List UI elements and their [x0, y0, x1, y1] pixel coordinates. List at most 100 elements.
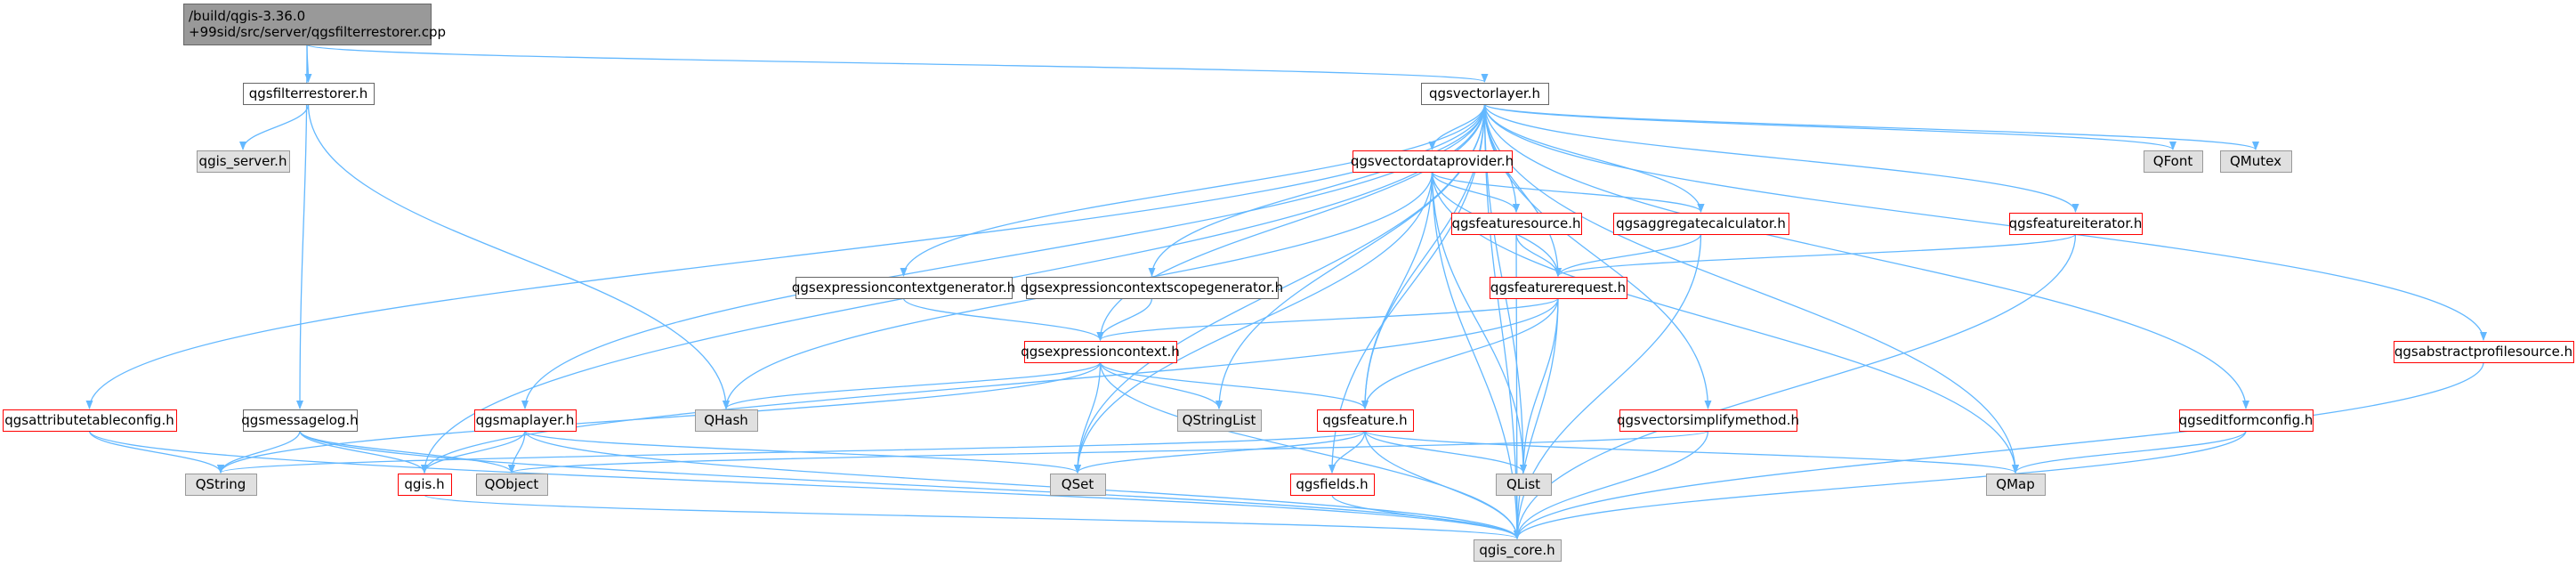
node-QString: QString [185, 474, 257, 496]
edge-qgsexpressioncontext-to-qgsfeature [1099, 361, 1369, 409]
edge-qgsmessagelog-to-QString [217, 430, 301, 474]
node-label: qgsaggregatecalculator.h [1616, 215, 1786, 231]
node-label: qgsfeaturesource.h [1451, 215, 1580, 231]
node-qgsmessagelog[interactable]: qgsmessagelog.h [241, 409, 359, 432]
edge-qgsvectorlayer-to-qgsfeature [1361, 103, 1486, 409]
node-label: qgsmessagelog.h [241, 412, 358, 428]
node-box [1619, 409, 1797, 432]
edge-qgsattributetableconfig-to-qgis_core [88, 430, 1521, 539]
node-box [1496, 474, 1552, 496]
edge-qgsaggregatecalculator-to-qgsfeaturerequest [1554, 233, 1702, 277]
edge-qgsfilterrestorer-to-qgis_server [239, 103, 310, 150]
node-qgsabstractprofilesource[interactable]: qgsabstractprofilesource.h [2394, 341, 2574, 363]
node-label: QMutex [2230, 153, 2281, 169]
node-label: QSet [1062, 476, 1094, 492]
node-box [795, 277, 1013, 299]
node-root[interactable]: /build/qgis-3.36.0+99sid/src/server/qgsf… [183, 4, 447, 45]
edge-qgsvectorlayer-to-QMutex [1483, 103, 2259, 150]
node-box [1177, 409, 1262, 432]
node-label: qgsfilterrestorer.h [249, 85, 368, 101]
node-label: qgsvectordataprovider.h [1351, 153, 1514, 169]
node-label: qgis_core.h [1479, 542, 1554, 559]
node-box [695, 409, 758, 432]
node-qgsfields[interactable]: qgsfields.h [1290, 474, 1375, 496]
node-box [398, 474, 452, 496]
node-qgsfilterrestorer[interactable]: qgsfilterrestorer.h [243, 83, 375, 105]
node-label: qgis_server.h [199, 153, 287, 170]
node-qgsmaplayer[interactable]: qgsmaplayer.h [474, 409, 577, 432]
node-label: qgsvectorlayer.h [1429, 85, 1540, 101]
node-box [243, 83, 375, 105]
node-box [2009, 213, 2143, 235]
node-qgseditformconfig[interactable]: qgseditformconfig.h [2179, 409, 2314, 432]
edge-qgsvectorlayer-to-qgseditformconfig [1483, 103, 2249, 409]
node-box [183, 4, 432, 45]
node-box [474, 409, 577, 432]
edge-qgsexpressioncontext-to-qgis_core [1099, 361, 1521, 539]
node-box [1421, 83, 1549, 105]
node-qgsvectorlayer[interactable]: qgsvectorlayer.h [1421, 83, 1549, 105]
node-label: +99sid/src/server/qgsfilterrestorer.cpp [189, 24, 446, 40]
node-label: qgsmaplayer.h [476, 412, 575, 428]
node-qgsaggregatecalculator[interactable]: qgsaggregatecalculator.h [1613, 213, 1789, 235]
edge-qgsvectordataprovider-to-qgsaggregatecalculator [1431, 171, 1705, 213]
node-box [2144, 150, 2203, 173]
edge-qgsvectordataprovider-to-QSet [1074, 171, 1433, 474]
edge-qgsvectordataprovider-to-QList [1431, 171, 1527, 474]
node-qgsexpressioncontextscopegenerator[interactable]: qgsexpressioncontextscopegenerator.h [1021, 277, 1283, 299]
node-label: QList [1506, 476, 1540, 492]
node-label: QObject [485, 476, 539, 492]
node-QObject: QObject [476, 474, 548, 496]
node-box [476, 474, 548, 496]
node-qgsfeature[interactable]: qgsfeature.h [1317, 409, 1414, 432]
node-box [185, 474, 257, 496]
edge-qgsvectorlayer-to-qgsmaplayer [521, 103, 1486, 409]
node-label: qgseditformconfig.h [2179, 412, 2314, 428]
edge-qgsfeature-to-qgsfields [1328, 430, 1366, 474]
edge-qgsmessagelog-to-QObject [299, 430, 515, 474]
node-box [3, 409, 177, 432]
node-qgis_server: qgis_server.h [197, 150, 290, 173]
node-qgsvectordataprovider[interactable]: qgsvectordataprovider.h [1351, 150, 1514, 173]
edge-qgsvectordataprovider-to-qgsfeaturesource [1431, 171, 1520, 213]
node-label: /build/qgis-3.36.0 [189, 8, 305, 24]
node-box [1474, 539, 1562, 562]
node-box [1451, 213, 1582, 235]
node-label: QString [196, 476, 246, 492]
edge-qgseditformconfig-to-QMap [2012, 430, 2247, 474]
edge-qgsexpressioncontextgenerator-to-qgsexpressioncontext [902, 297, 1104, 341]
edge-qgsexpressioncontextscopegenerator-to-qgsexpressioncontext [1096, 297, 1153, 341]
node-qgsexpressioncontextgenerator[interactable]: qgsexpressioncontextgenerator.h [792, 277, 1015, 299]
edge-qgsfilterrestorer-to-QHash [307, 103, 730, 409]
node-label: QMap [1996, 476, 2034, 492]
edge-qgsvectorlayer-to-QMap [1483, 103, 2019, 474]
node-box [1050, 474, 1106, 496]
edge-qgsvectorlayer-to-qgsexpressioncontextscopegenerator [1148, 103, 1486, 277]
node-qgsfeaturerequest[interactable]: qgsfeaturerequest.h [1490, 277, 1627, 299]
edge-qgsfeature-to-QString [217, 430, 1366, 474]
node-qgis_core: qgis_core.h [1474, 539, 1562, 562]
edge-qgsvectorlayer-to-qgsexpressioncontext [1096, 103, 1486, 341]
edge-qgsvectorlayer-to-qgsaggregatecalculator [1483, 103, 1705, 213]
node-label: qgsvectorsimplifymethod.h [1617, 412, 1799, 428]
edge-qgsfeature-to-QList [1364, 430, 1527, 474]
node-qgis[interactable]: qgis.h [398, 474, 452, 496]
node-qgsvectorsimplifymethod[interactable]: qgsvectorsimplifymethod.h [1617, 409, 1799, 432]
node-box [197, 150, 290, 173]
edges-layer [85, 44, 2487, 539]
node-label: QStringList [1183, 412, 1256, 428]
node-qgsfeaturesource[interactable]: qgsfeaturesource.h [1451, 213, 1582, 235]
edge-qgsabstractprofilesource-to-qgis_core [1514, 361, 2484, 539]
edge-qgsfeaturerequest-to-qgis_core [1514, 297, 1559, 539]
node-label: qgsabstractprofilesource.h [2394, 344, 2572, 360]
edge-qgsmaplayer-to-qgis_core [524, 430, 1521, 539]
node-qgsfeatureiterator[interactable]: qgsfeatureiterator.h [2009, 213, 2143, 235]
node-QStringList: QStringList [1177, 409, 1262, 432]
node-box [1317, 409, 1414, 432]
node-box [1026, 277, 1279, 299]
node-qgsattributetableconfig[interactable]: qgsattributetableconfig.h [3, 409, 177, 432]
node-box [1024, 341, 1177, 363]
nodes-layer: /build/qgis-3.36.0+99sid/src/server/qgsf… [3, 4, 2574, 562]
node-qgsexpressioncontext[interactable]: qgsexpressioncontext.h [1021, 341, 1180, 363]
